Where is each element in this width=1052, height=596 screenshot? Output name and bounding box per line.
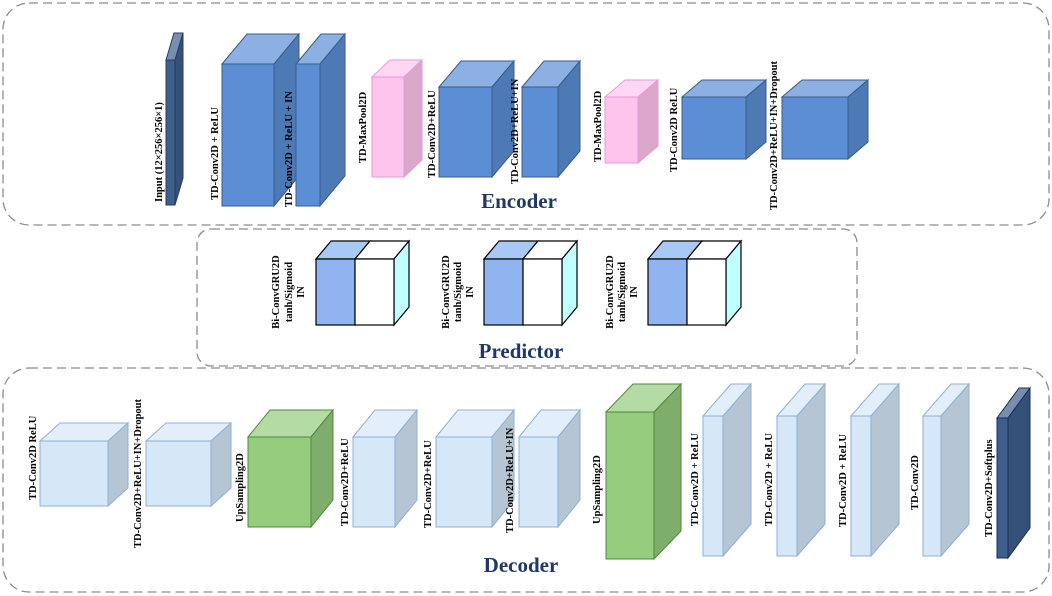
decoder-layer-label-11: TD-Conv2D	[910, 455, 921, 510]
encoder-layer-label-8: TD-Conv2D ReLU	[669, 87, 680, 172]
decoder-layer-4-front	[352, 436, 396, 528]
predictor-label-2-line-3: IN	[465, 286, 476, 298]
encoder-layer-label-6: TD-Conv2D+ReLU+IN	[510, 78, 521, 184]
encoder-layer-5	[437, 59, 516, 179]
encoder-layer-6-front	[521, 86, 559, 178]
decoder-layer-7	[604, 382, 683, 561]
decoder-layer-label-8: TD-Conv2D + ReLU	[690, 433, 701, 526]
encoder-layer-label-2: TD-Conv2D + ReLU	[210, 107, 221, 200]
decoder-layer-11-front	[922, 415, 942, 557]
encoder-layer-9-front	[781, 96, 849, 160]
decoder-layer-label-5: TD-Conv2D+ReLU	[423, 440, 434, 528]
predictor-label-1-line-2: tanh/Sigmoid	[284, 262, 295, 322]
decoder-layer-label-10: TD-Conv2D + ReLU	[838, 434, 849, 527]
predictor-title: Predictor	[479, 339, 564, 363]
decoder-layer-1	[38, 421, 130, 508]
encoder-layer-7-front	[604, 96, 639, 164]
encoder-layer-label-5: TD-Conv2D+ReLU	[427, 90, 438, 178]
gru-front-right	[354, 258, 395, 326]
encoder-layer-label-3: TD-Conv2D + ReLU + IN	[284, 91, 295, 207]
encoder-layer-1-front	[165, 59, 176, 206]
encoder-layer-3-side	[319, 32, 346, 208]
gru-front-left	[647, 258, 688, 326]
predictor-label-1-line-1: Bi-ConvGRU2D	[271, 255, 282, 329]
decoder-layer-2	[144, 421, 233, 508]
gru-front-left	[315, 258, 356, 326]
encoder-layer-label-9: TD-Conv2D+ReLU+IN+Dropout	[769, 60, 780, 210]
predictor-gru-block-3	[646, 239, 743, 327]
decoder-layer-9	[775, 382, 827, 558]
decoder-layer-label-6: TD-Conv2D+ReLU+IN	[505, 427, 516, 533]
gru-front-left	[483, 258, 524, 326]
decoder-layer-8-front	[702, 415, 724, 557]
predictor-gru-block-1	[314, 239, 411, 327]
decoder-layer-5	[434, 408, 516, 529]
decoder-title: Decoder	[484, 553, 559, 577]
decoder-layer-5-front	[435, 436, 493, 528]
encoder-layer-2	[220, 32, 301, 208]
decoder-layer-10-front	[850, 415, 872, 557]
decoder-blocks: TD-Conv2D ReLU TD-Conv2D+ReLU+IN+Dropout U…	[28, 382, 1031, 561]
encoder-layer-4	[370, 58, 424, 179]
decoder-layer-label-4: TD-Conv2D+ReLU	[340, 438, 351, 526]
decoder-layer-label-2: TD-Conv2D+ReLU+IN+Dropout	[133, 398, 144, 548]
decoder-layer-11	[921, 382, 971, 558]
predictor-label-3-line-1: Bi-ConvGRU2D	[605, 255, 616, 329]
decoder-layer-9-front	[776, 415, 798, 557]
decoder-layer-4	[351, 408, 419, 529]
gru-front-right	[522, 258, 563, 326]
decoder-layer-12-side	[1007, 386, 1031, 560]
encoder-layer-8-front	[681, 96, 747, 160]
encoder-layer-5-front	[438, 86, 493, 178]
encoder-layer-4-side	[403, 58, 423, 179]
encoder-layer-1	[165, 32, 184, 206]
predictor-label-1-line-3: IN	[296, 286, 307, 298]
encoder-layer-9	[780, 78, 870, 161]
encoder-layer-7	[603, 78, 660, 165]
decoder-frame	[2, 367, 1050, 593]
decoder-layer-7-front	[605, 411, 655, 560]
encoder-layer-4-front	[371, 76, 405, 178]
predictor-label-2-line-1: Bi-ConvGRU2D	[441, 255, 452, 329]
predictor-label-3-line-2: tanh/Sigmoid	[617, 262, 628, 322]
decoder-layer-12-front	[996, 417, 1009, 559]
decoder-layer-label-7: UpSampling2D	[592, 455, 603, 524]
decoder-layer-6	[517, 408, 582, 529]
decoder-layer-label-1: TD-Conv2D ReLU	[28, 415, 39, 500]
encoder-layer-8	[680, 78, 768, 161]
decoder-layer-3	[246, 408, 335, 529]
decoder-layer-12	[996, 386, 1031, 560]
decoder-layer-8	[701, 382, 753, 558]
encoder-layer-1-side	[174, 32, 184, 206]
predictor-label-3-line-3: IN	[629, 286, 640, 298]
encoder-layer-3-front	[295, 63, 321, 207]
predictor-gru-block-2	[482, 239, 579, 327]
decoder-layer-7-side	[653, 382, 682, 561]
gru-front-right	[686, 258, 727, 326]
decoder-layer-label-3: UpSampling2D	[235, 453, 246, 522]
decoder-layer-3-front	[247, 436, 312, 528]
decoder-layer-6-front	[518, 436, 559, 528]
decoder-layer-label-12: TD-Conv2D+Softplus	[984, 439, 995, 537]
predictor-label-2-line-2: tanh/Sigmoid	[453, 262, 464, 322]
decoder-layer-10	[849, 382, 901, 558]
encoder-layer-3	[294, 32, 347, 208]
decoder-layer-1-front	[39, 440, 109, 507]
encoder-layer-label-7: TD-MaxPool2D	[593, 90, 604, 162]
encoder-layer-6	[520, 59, 582, 179]
encoder-title: Encoder	[481, 189, 557, 213]
encoder-layer-2-front	[221, 63, 275, 207]
decoder-layer-label-9: TD-Conv2D + ReLU	[764, 433, 775, 526]
predictor-frame	[196, 228, 858, 367]
encoder-blocks: Input (12×256×256×1) TD-Conv2D + ReLU TD-C…	[154, 32, 870, 210]
encoder-frame	[2, 2, 1050, 226]
encoder-layer-label-4: TD-MaxPool2D	[358, 91, 369, 163]
encoder-layer-label-1: Input (12×256×256×1)	[154, 102, 165, 202]
decoder-layer-2-front	[145, 440, 212, 507]
